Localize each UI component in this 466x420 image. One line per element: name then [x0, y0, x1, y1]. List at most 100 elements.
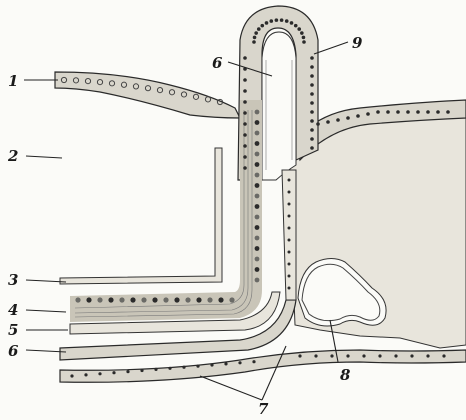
nucleus [255, 267, 260, 272]
nucleus [98, 372, 101, 375]
nucleus [243, 122, 247, 126]
nucleus [310, 128, 314, 132]
nucleus [218, 297, 223, 302]
fold-arch-lumen [262, 32, 296, 180]
nucleus [310, 92, 314, 96]
nucleus [310, 110, 314, 114]
label-5: 5 [8, 321, 18, 339]
label-1-top: 1 [8, 72, 18, 90]
nucleus [152, 297, 157, 302]
nucleus [243, 89, 247, 93]
nucleus [326, 120, 330, 124]
nucleus [396, 110, 400, 114]
nucleus [300, 31, 304, 35]
nucleus [255, 236, 260, 241]
nucleus [243, 56, 247, 60]
nucleus [255, 204, 260, 209]
nucleus [255, 257, 260, 262]
inner-thin-wall [60, 148, 222, 284]
label-9: 9 [352, 34, 363, 52]
nucleus [196, 365, 199, 368]
nucleus [207, 297, 212, 302]
nucleus [310, 146, 314, 150]
nucleus [310, 119, 314, 123]
nucleus [243, 78, 247, 82]
nucleus [108, 297, 113, 302]
label-8: 8 [340, 366, 351, 384]
nucleus [280, 18, 284, 22]
nucleus [330, 354, 333, 357]
right-stalk [282, 170, 296, 300]
nucleus [285, 19, 289, 23]
label-3: 3 [8, 271, 18, 289]
nucleus [310, 137, 314, 141]
label-4: 4 [8, 301, 18, 319]
nucleus [255, 225, 260, 230]
nucleus [238, 361, 241, 364]
nucleus [168, 367, 171, 370]
nucleus [426, 110, 430, 114]
nucleus [252, 360, 255, 363]
nucleus [75, 297, 80, 302]
nucleus [410, 354, 413, 357]
nucleus [185, 297, 190, 302]
nucleus [288, 203, 291, 206]
nucleus [224, 362, 227, 365]
label-6-top: 6 [212, 54, 223, 72]
nucleus [70, 374, 73, 377]
nucleus [288, 239, 291, 242]
nucleus [346, 354, 349, 357]
nucleus [163, 297, 168, 302]
nucleus [243, 133, 247, 137]
nucleus [336, 118, 340, 122]
nucleus [243, 144, 247, 148]
nucleus [255, 173, 260, 178]
nucleus [310, 65, 314, 69]
nucleus [253, 36, 257, 40]
label-2: 2 [7, 147, 18, 165]
nucleus [154, 368, 157, 371]
nucleus [255, 183, 260, 188]
nucleus [255, 120, 260, 125]
nucleus [255, 278, 260, 283]
nucleus [252, 40, 256, 44]
nucleus [229, 297, 234, 302]
nucleus [265, 21, 269, 25]
nucleus [298, 354, 301, 357]
nucleus [255, 110, 260, 115]
nucleus [269, 19, 273, 23]
nucleus [356, 114, 360, 118]
nucleus [119, 297, 124, 302]
nucleus [297, 27, 301, 31]
nucleus [288, 263, 291, 266]
upper-epithelium [55, 72, 240, 118]
nucleus [257, 27, 261, 31]
nucleus [255, 141, 260, 146]
nucleus [210, 363, 213, 366]
nucleus [255, 152, 260, 157]
nucleus [243, 166, 247, 170]
nucleus [182, 366, 185, 369]
nucleus [243, 155, 247, 159]
nucleus [243, 100, 247, 104]
nucleus [140, 369, 143, 372]
nucleus [366, 112, 370, 116]
nucleus [174, 297, 179, 302]
nucleus [255, 215, 260, 220]
nucleus [346, 116, 350, 120]
nucleus [316, 122, 320, 126]
nucleus [376, 110, 380, 114]
nucleus [86, 297, 91, 302]
nucleus [310, 74, 314, 78]
nucleus [254, 31, 258, 35]
nucleus [275, 18, 279, 22]
nucleus [362, 354, 365, 357]
nucleus [394, 354, 397, 357]
nucleus [294, 24, 298, 28]
nucleus [290, 21, 294, 25]
nucleus [243, 111, 247, 115]
nucleus [314, 354, 317, 357]
nucleus [288, 179, 291, 182]
